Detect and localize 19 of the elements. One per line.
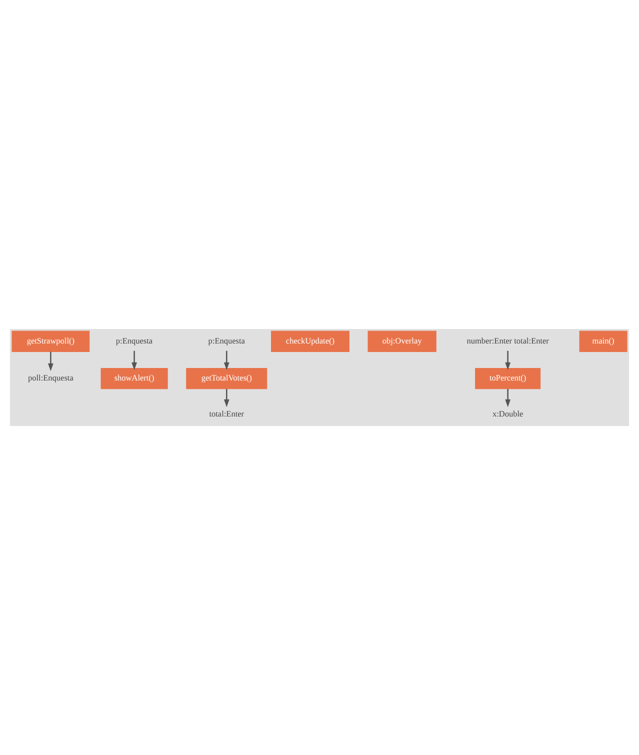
arrow (505, 350, 511, 370)
node-text: p:Enquesta (208, 336, 245, 346)
node-box: checkUpdate() (271, 330, 350, 352)
arrow (224, 350, 230, 370)
node-text: total:Enter (209, 410, 244, 419)
node-text: poll:Enquesta (28, 373, 74, 382)
arrow (132, 350, 137, 370)
node-box: getTotalVotes() (186, 368, 268, 390)
node-box: showAlert() (100, 368, 168, 390)
arrow (48, 352, 54, 372)
node-box: getStrawpoll() (12, 330, 90, 352)
arrow (505, 389, 511, 408)
arrow (224, 389, 230, 408)
node-box: obj:Overlay (368, 330, 436, 352)
node-text: number:Enter total:Enter (466, 336, 549, 346)
node-box: toPercent() (475, 368, 541, 390)
node-text: x:Double (492, 410, 524, 419)
node-text: p:Enquesta (116, 336, 153, 346)
node-box: main() (579, 330, 628, 352)
